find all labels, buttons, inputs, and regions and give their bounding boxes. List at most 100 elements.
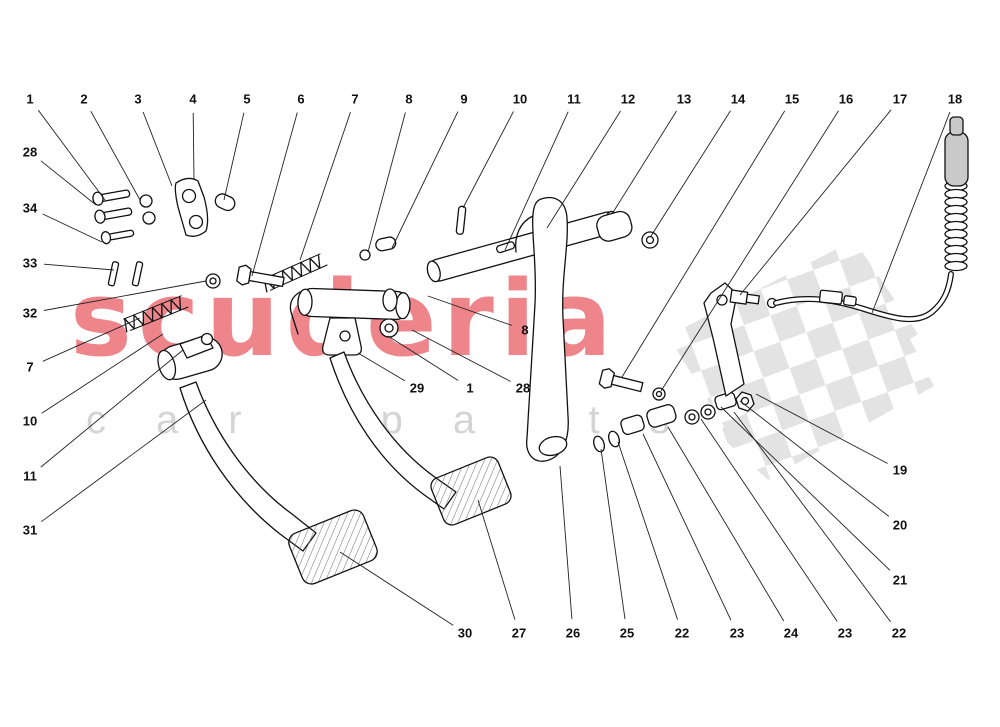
leader-line-11 — [504, 111, 569, 251]
callout-label-23: 23 — [837, 625, 853, 641]
callout-label-28: 28 — [515, 380, 531, 396]
leader-line-25 — [600, 448, 626, 620]
callout-label-33: 33 — [22, 255, 38, 271]
leader-line-1 — [387, 335, 459, 381]
callout-label-17: 17 — [892, 91, 908, 107]
linkage-hardware — [592, 368, 755, 453]
throttle-cable-assembly — [703, 116, 969, 397]
dowel-pin — [455, 205, 467, 235]
leader-line-15 — [621, 110, 786, 378]
callout-label-9: 9 — [460, 91, 468, 107]
leader-line-21 — [720, 406, 891, 571]
leader-line-26 — [559, 465, 573, 620]
callout-label-8: 8 — [521, 322, 529, 338]
callout-label-29: 29 — [409, 380, 425, 396]
callout-label-7: 7 — [351, 91, 359, 107]
callout-label-34: 34 — [22, 200, 38, 216]
leader-line-3 — [142, 111, 173, 187]
leader-line-14 — [650, 110, 731, 237]
roll-pin — [107, 261, 120, 287]
leader-line-6 — [251, 112, 298, 277]
leader-line-10 — [41, 333, 164, 414]
callout-label-15: 15 — [784, 91, 800, 107]
pivot-bolt — [205, 264, 285, 289]
callout-label-31: 31 — [22, 522, 38, 538]
cable-boot — [944, 180, 968, 272]
callout-label-19: 19 — [892, 462, 908, 478]
callout-label-14: 14 — [730, 91, 746, 107]
leader-lines — [37, 109, 951, 626]
leader-line-1 — [37, 109, 106, 201]
callout-label-12: 12 — [620, 91, 636, 107]
callout-label-24: 24 — [783, 625, 799, 641]
leader-line-22 — [733, 411, 891, 623]
callout-label-6: 6 — [297, 91, 305, 107]
brake-pedal-pad — [430, 456, 512, 526]
adjuster-bolt — [598, 368, 644, 393]
callout-label-2: 2 — [80, 91, 88, 107]
callout-label-4: 4 — [189, 91, 197, 107]
leader-line-28 — [40, 160, 97, 206]
leader-line-11 — [40, 349, 184, 468]
leader-line-34 — [42, 213, 103, 243]
callout-label-1: 1 — [466, 380, 474, 396]
leader-line-23 — [700, 418, 838, 622]
leader-line-23 — [642, 433, 732, 621]
leader-line-20 — [739, 400, 890, 517]
leader-line-16 — [660, 110, 839, 392]
leader-line-2 — [90, 110, 141, 201]
cable-bracket — [703, 282, 745, 397]
callout-label-18: 18 — [947, 91, 963, 107]
leader-line-7 — [42, 317, 141, 362]
leader-line-10 — [462, 111, 514, 209]
leader-line-27 — [477, 499, 516, 620]
brake-pedal — [329, 351, 512, 526]
callout-label-11: 11 — [23, 468, 37, 484]
callout-label-32: 32 — [22, 305, 38, 321]
leader-line-7 — [299, 112, 351, 261]
callout-label-30: 30 — [457, 625, 473, 641]
callout-label-27: 27 — [511, 625, 527, 641]
leader-line-18 — [871, 111, 951, 314]
pedal-support-tube — [426, 205, 659, 283]
callout-label-22: 22 — [674, 625, 690, 641]
leader-line-19 — [755, 393, 888, 464]
leader-line-4 — [192, 112, 195, 181]
callout-label-25: 25 — [619, 625, 635, 641]
leader-line-33 — [43, 263, 115, 271]
callout-label-11: 11 — [567, 91, 581, 107]
callout-label-3: 3 — [134, 91, 142, 107]
leader-line-17 — [739, 109, 892, 296]
roll-pin — [131, 261, 144, 287]
callout-label-22: 22 — [891, 625, 907, 641]
pivot-shaft-assembly — [289, 236, 411, 356]
callout-label-23: 23 — [729, 625, 745, 641]
callout-label-28: 28 — [22, 144, 38, 160]
accelerator-pedal — [514, 196, 569, 462]
coil-spring-lower — [123, 295, 189, 333]
leader-line-5 — [223, 112, 245, 201]
callout-label-16: 16 — [838, 91, 854, 107]
leader-line-31 — [41, 399, 207, 523]
leader-line-12 — [546, 110, 621, 229]
callout-label-20: 20 — [892, 517, 908, 533]
callout-label-5: 5 — [243, 91, 251, 107]
clutch-pedal — [157, 332, 378, 585]
leader-line-28 — [411, 329, 511, 382]
leader-line-24 — [667, 426, 785, 622]
callout-label-7: 7 — [26, 359, 34, 375]
callout-label-10: 10 — [512, 91, 528, 107]
pedal-assembly-artwork — [92, 116, 969, 585]
callout-label-8: 8 — [405, 91, 413, 107]
callout-label-1: 1 — [26, 91, 34, 107]
callout-label-10: 10 — [22, 413, 38, 429]
leader-line-22 — [617, 441, 679, 620]
leader-line-9 — [391, 111, 459, 249]
callout-label-13: 13 — [676, 91, 692, 107]
leader-line-29 — [357, 352, 406, 382]
clutch-pedal-pad — [288, 509, 378, 585]
leader-line-32 — [43, 280, 207, 311]
